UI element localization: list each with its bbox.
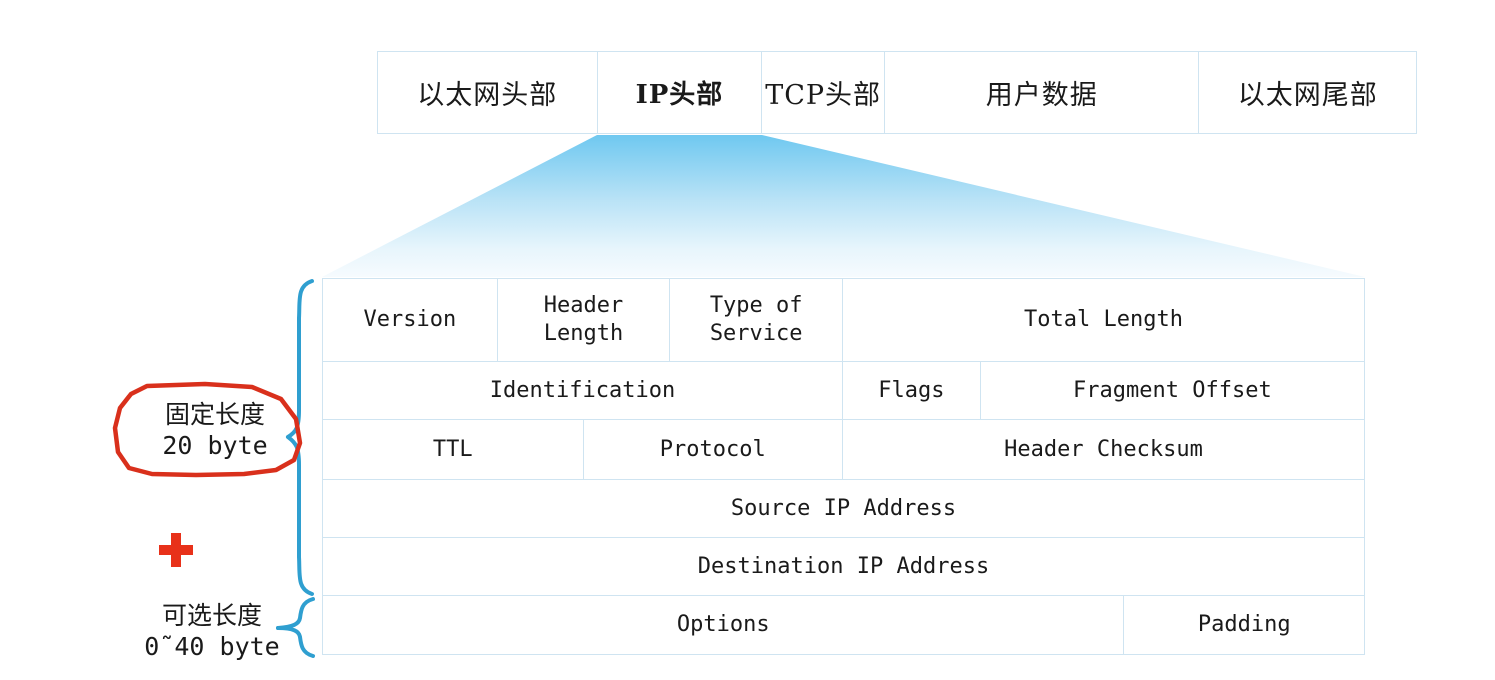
table-row: Version Header Length Type of Service To… [323, 279, 1364, 362]
table-row: TTL Protocol Header Checksum [323, 420, 1364, 480]
fixed-length-label-line1: 固定长度 [164, 400, 265, 429]
frame-cell-user-data[interactable]: 用户数据 [885, 52, 1200, 133]
field-identification[interactable]: Identification [323, 361, 843, 420]
table-row: Identification Flags Fragment Offset [323, 361, 1364, 421]
red-plus-icon [159, 533, 193, 567]
table-row: Source IP Address [323, 480, 1364, 538]
field-version[interactable]: Version [323, 279, 498, 361]
field-padding[interactable]: Padding [1197, 612, 1291, 638]
fixed-length-annotation: 固定长度 20 byte [140, 400, 290, 461]
optional-length-label-line2: 0˜40 byte [144, 631, 280, 661]
fixed-length-label-line2: 20 byte [162, 430, 268, 460]
field-options[interactable]: Options [323, 596, 1125, 654]
frame-cell-ethernet-trailer[interactable]: 以太网尾部 [1237, 80, 1378, 111]
field-flags[interactable]: Flags [843, 361, 981, 420]
ethernet-frame-bar: 以太网头部 IP头部 TCP头部 用户数据 以太网尾部 [377, 51, 1417, 134]
frame-cell-ip-header[interactable]: IP头部 [598, 52, 763, 133]
field-header-checksum[interactable]: Header Checksum [1004, 436, 1203, 462]
field-total-length[interactable]: Total Length [1024, 307, 1183, 333]
field-source-ip-address[interactable]: Source IP Address [730, 495, 957, 521]
field-destination-ip-address[interactable]: Destination IP Address [697, 553, 990, 579]
fixed-length-brace [286, 279, 314, 596]
field-protocol[interactable]: Protocol [584, 420, 843, 479]
field-ttl[interactable]: TTL [323, 420, 584, 479]
table-row: Options Padding [323, 596, 1364, 654]
frame-cell-ethernet-header[interactable]: 以太网头部 [378, 52, 598, 133]
field-type-of-service[interactable]: Type of Service [670, 279, 844, 361]
frame-cell-tcp-header[interactable]: TCP头部 [762, 52, 886, 133]
optional-length-label-line1: 可选长度 [161, 601, 262, 630]
field-header-length[interactable]: Header Length [498, 279, 671, 361]
optional-length-annotation: 可选长度 0˜40 byte [132, 601, 292, 662]
table-row: Destination IP Address [323, 538, 1364, 597]
field-fragment-offset[interactable]: Fragment Offset [1073, 377, 1272, 403]
ip-header-table: Version Header Length Type of Service To… [322, 278, 1365, 655]
